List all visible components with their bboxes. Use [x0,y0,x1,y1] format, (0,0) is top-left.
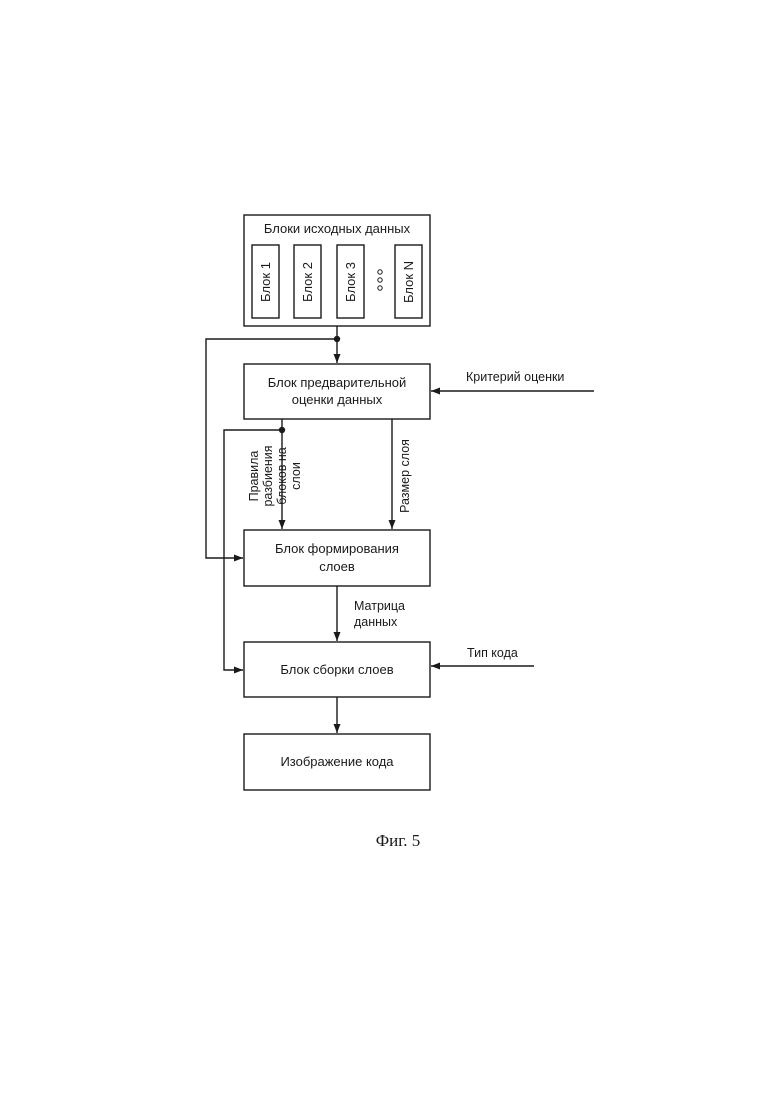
source-blocks-group: Блоки исходных данных Блок 1 Блок 2 Блок… [244,215,430,326]
block-3-label: Блок 3 [343,262,358,302]
rules-label-line4: слои [289,462,303,490]
preliminary-evaluation-line1: Блок предварительной [268,375,407,390]
code-image-label: Изображение кода [280,754,394,769]
layer-size-label: Размер слоя [398,439,412,513]
source-blocks-title: Блоки исходных данных [264,221,411,236]
layer-forming-line1: Блок формирования [275,541,399,556]
matrix-label-line1: Матрица [354,599,405,613]
block-n-label: Блок N [401,261,416,303]
rules-label-line1: Правила [247,451,261,502]
rules-label-line3: блоков на [275,447,289,505]
block-2-label: Блок 2 [300,262,315,302]
rules-label-group: Правила разбиения блоков на слои [247,445,303,506]
rules-label-line2: разбиения [261,445,275,506]
block-1-label: Блок 1 [258,262,273,302]
criterion-label: Критерий оценки [466,370,564,384]
code-type-label: Тип кода [467,646,518,660]
preliminary-evaluation-line2: оценки данных [292,392,383,407]
layer-assembly-label: Блок сборки слоев [280,662,393,677]
layer-forming-line2: слоев [319,559,355,574]
layer-forming-box [244,530,430,586]
matrix-label-line2: данных [354,615,398,629]
figure-caption: Фиг. 5 [376,831,421,850]
